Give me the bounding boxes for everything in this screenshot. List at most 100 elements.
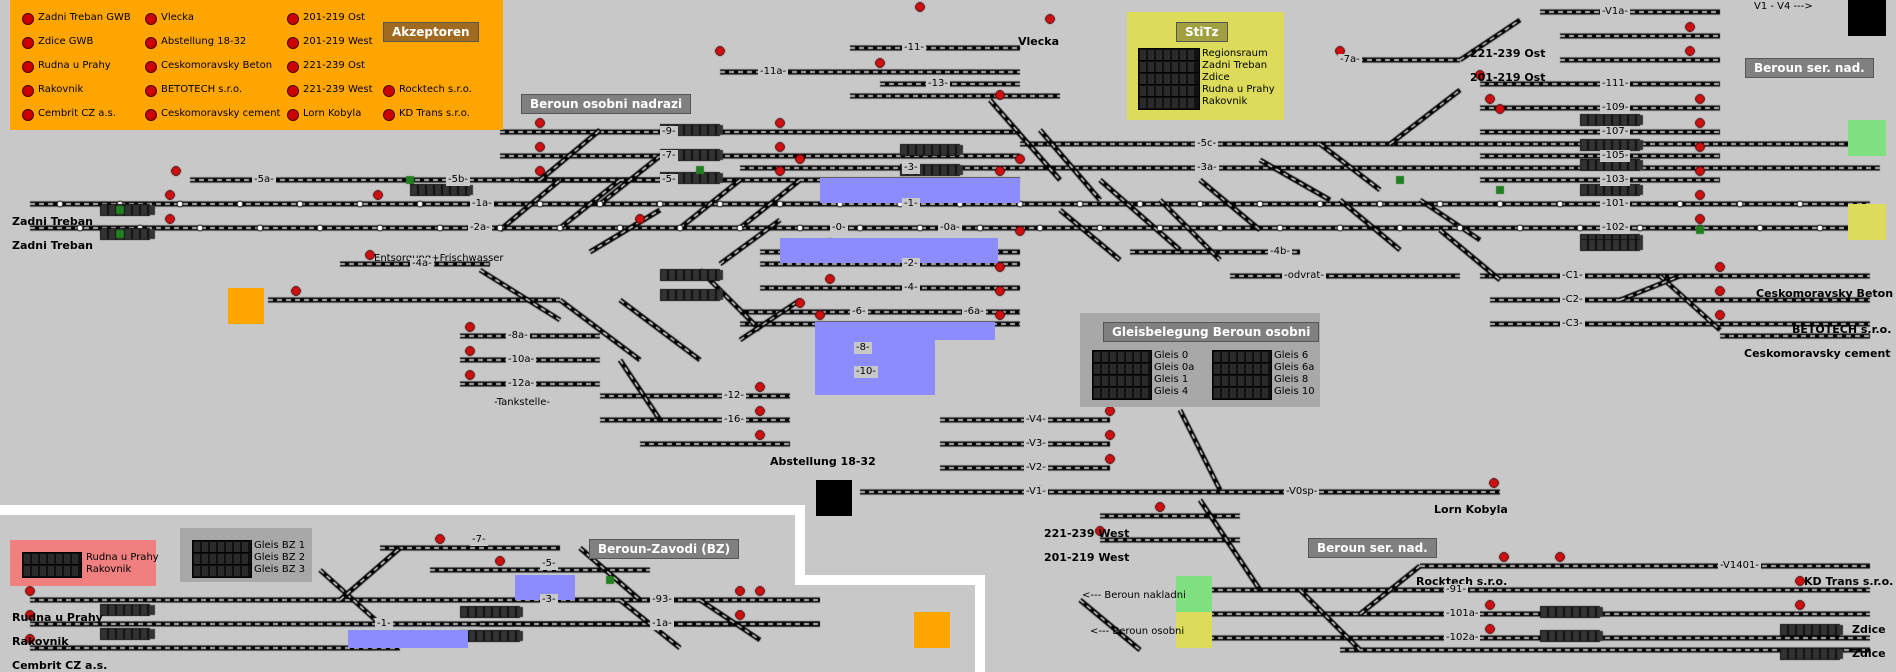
akzeptor-item: Rocktech s.r.o. (399, 84, 472, 95)
signal-icon[interactable] (383, 109, 395, 121)
signal-icon[interactable] (145, 85, 157, 97)
gleis-item: Gleis 10 (1274, 386, 1315, 397)
place-tankstelle: -Tankstelle- (494, 397, 551, 408)
track-label: -1- (375, 618, 393, 630)
akzeptor-item: Rakovnik (38, 84, 84, 95)
signal-icon[interactable] (145, 37, 157, 49)
stitz-item: Rudna u Prahy (1202, 84, 1275, 95)
akzeptor-item: BETOTECH s.r.o. (161, 84, 243, 95)
signal-icon[interactable] (22, 37, 34, 49)
signal-icon[interactable] (383, 85, 395, 97)
bz-frame-right2 (975, 575, 985, 672)
end-block-black[interactable] (1848, 0, 1886, 36)
gleis-item: Gleis BZ 1 (254, 540, 306, 551)
signal-icon[interactable] (22, 61, 34, 73)
track-label: -10- (854, 366, 878, 378)
station-title-ser-top: Beroun ser. nad. (1745, 58, 1874, 78)
track-label: -107- (1600, 126, 1631, 138)
stitz-item: Regionsraum (1202, 48, 1268, 59)
place-zdice-2: Zdice (1852, 647, 1886, 660)
arrow-beroun-osobni[interactable]: <--- Beroun osobni (1090, 626, 1185, 637)
place-abstellung: Abstellung 18-32 (770, 455, 876, 468)
gleis-item: Gleis 1 (1154, 374, 1189, 385)
platform-area (820, 178, 1020, 203)
pink-item: Rakovnik (86, 564, 132, 575)
place-rocktech: Rocktech s.r.o. (1416, 575, 1508, 588)
place-201-219-west: 201-219 West (1044, 551, 1130, 564)
track-label: -4- (902, 282, 920, 294)
arrow-beroun-nakladni[interactable]: <--- Beroun nakladni (1082, 590, 1186, 601)
end-block-orange[interactable] (914, 612, 950, 648)
end-block-orange[interactable] (228, 288, 264, 324)
platform-area (348, 630, 468, 648)
gleis-item: Gleis 8 (1274, 374, 1309, 385)
stitz-item: Zadni Treban (1202, 60, 1268, 71)
place-221-239-west: 221-239 West (1044, 527, 1130, 540)
track-label: -2a- (468, 222, 492, 234)
track-label: -odvrat- (1282, 270, 1326, 282)
signal-icon[interactable] (22, 109, 34, 121)
track-label: -V0sp- (1284, 486, 1320, 498)
track-label: -105- (1600, 150, 1631, 162)
signal-icon[interactable] (145, 109, 157, 121)
track-label: -11- (902, 42, 926, 54)
signal-icon[interactable] (287, 109, 299, 121)
akzeptor-item: Rudna u Prahy (38, 60, 111, 71)
stitz-title[interactable]: StiTz (1176, 22, 1228, 42)
end-block-green[interactable] (1848, 120, 1886, 156)
gleis-item: Gleis 6 (1274, 350, 1309, 361)
signal-icon[interactable] (145, 61, 157, 73)
gleis-item: Gleis 4 (1154, 386, 1189, 397)
end-block-black[interactable] (816, 480, 852, 516)
arrow-v1-v4[interactable]: V1 - V4 ---> (1754, 1, 1813, 12)
end-block-yellow[interactable] (1848, 204, 1886, 240)
end-block-yellow[interactable] (1176, 612, 1212, 648)
track-label: -C1- (1560, 270, 1585, 282)
stitz-display (1138, 72, 1200, 86)
track-label: -3a- (1195, 162, 1219, 174)
track-label: -7- (470, 534, 488, 546)
track-label: -93- (650, 594, 674, 606)
station-title-ser-bottom: Beroun ser. nad. (1308, 538, 1437, 558)
end-block-green[interactable] (1176, 576, 1212, 612)
signal-icon[interactable] (22, 13, 34, 25)
occupancy-display (1092, 350, 1152, 364)
place-entsorgung: Entsorgung+Frischwasser (374, 253, 504, 264)
track-label: -5a- (252, 174, 276, 186)
occupancy-display (1212, 374, 1272, 388)
track-label: -6- (850, 306, 868, 318)
track-label: -V3- (1024, 438, 1048, 450)
place-ceskomoravsky-cement: Ceskomoravsky cement (1744, 347, 1891, 360)
gleis-item: Gleis 0 (1154, 350, 1189, 361)
place-vlecka: Vlecka (1018, 35, 1060, 48)
akzeptoren-title[interactable]: Akzeptoren (383, 22, 479, 42)
signal-icon[interactable] (287, 85, 299, 97)
track-label: -V1401- (1718, 560, 1761, 572)
akzeptor-item: Ceskomoravsky Beton (161, 60, 273, 71)
track-label: -102- (1600, 222, 1631, 234)
track-label: -5c- (1195, 138, 1219, 150)
station-title-osobni: Beroun osobni nadrazi (521, 94, 692, 114)
signal-icon[interactable] (287, 37, 299, 49)
signal-icon[interactable] (22, 85, 34, 97)
bz-frame-top2 (795, 575, 985, 585)
stitz-display (1138, 84, 1200, 98)
place-kd-trans: KD Trans s.r.o. (1804, 575, 1894, 588)
track-label: -V1a- (1600, 6, 1630, 18)
track-label: -103- (1600, 174, 1631, 186)
signal-icon[interactable] (287, 13, 299, 25)
track-label: -7a- (1338, 54, 1362, 66)
akzeptoren-panel (10, 0, 503, 130)
track-label: -V1- (1024, 486, 1048, 498)
akzeptor-item: 221-239 Ost (303, 60, 365, 71)
track-label: -109- (1600, 102, 1631, 114)
stitz-item: Zdice (1202, 72, 1230, 83)
occupancy-display (1092, 362, 1152, 376)
signal-icon[interactable] (145, 13, 157, 25)
track-label: -C3- (1560, 318, 1585, 330)
track-label: -1a- (650, 618, 674, 630)
track-label: -0a- (938, 222, 962, 234)
track-label: -111- (1600, 78, 1631, 90)
signal-icon[interactable] (287, 61, 299, 73)
stitz-item: Rakovnik (1202, 96, 1248, 107)
